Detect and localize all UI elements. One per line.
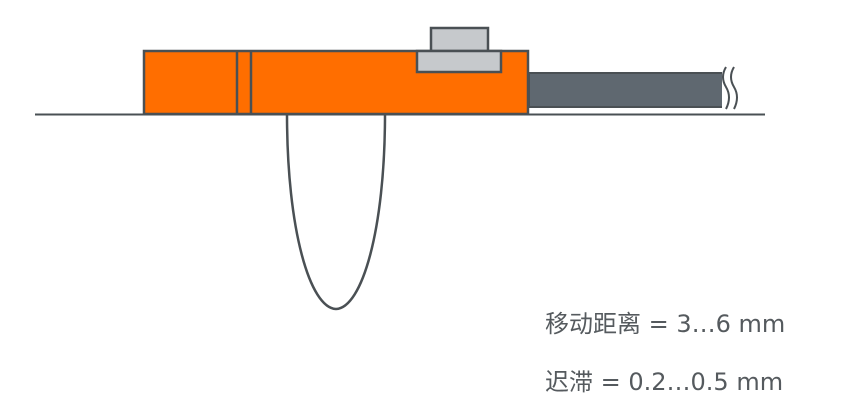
hysteresis-label: 迟滞 = 0.2…0.5 mm bbox=[545, 368, 784, 396]
cap-top bbox=[429, 26, 490, 53]
cap-base bbox=[415, 49, 503, 74]
detection-zone-curve bbox=[285, 113, 387, 311]
cable-break-icon bbox=[722, 66, 738, 110]
travel-distance-label: 移动距离 = 3…6 mm bbox=[545, 310, 786, 338]
cable bbox=[528, 72, 726, 108]
